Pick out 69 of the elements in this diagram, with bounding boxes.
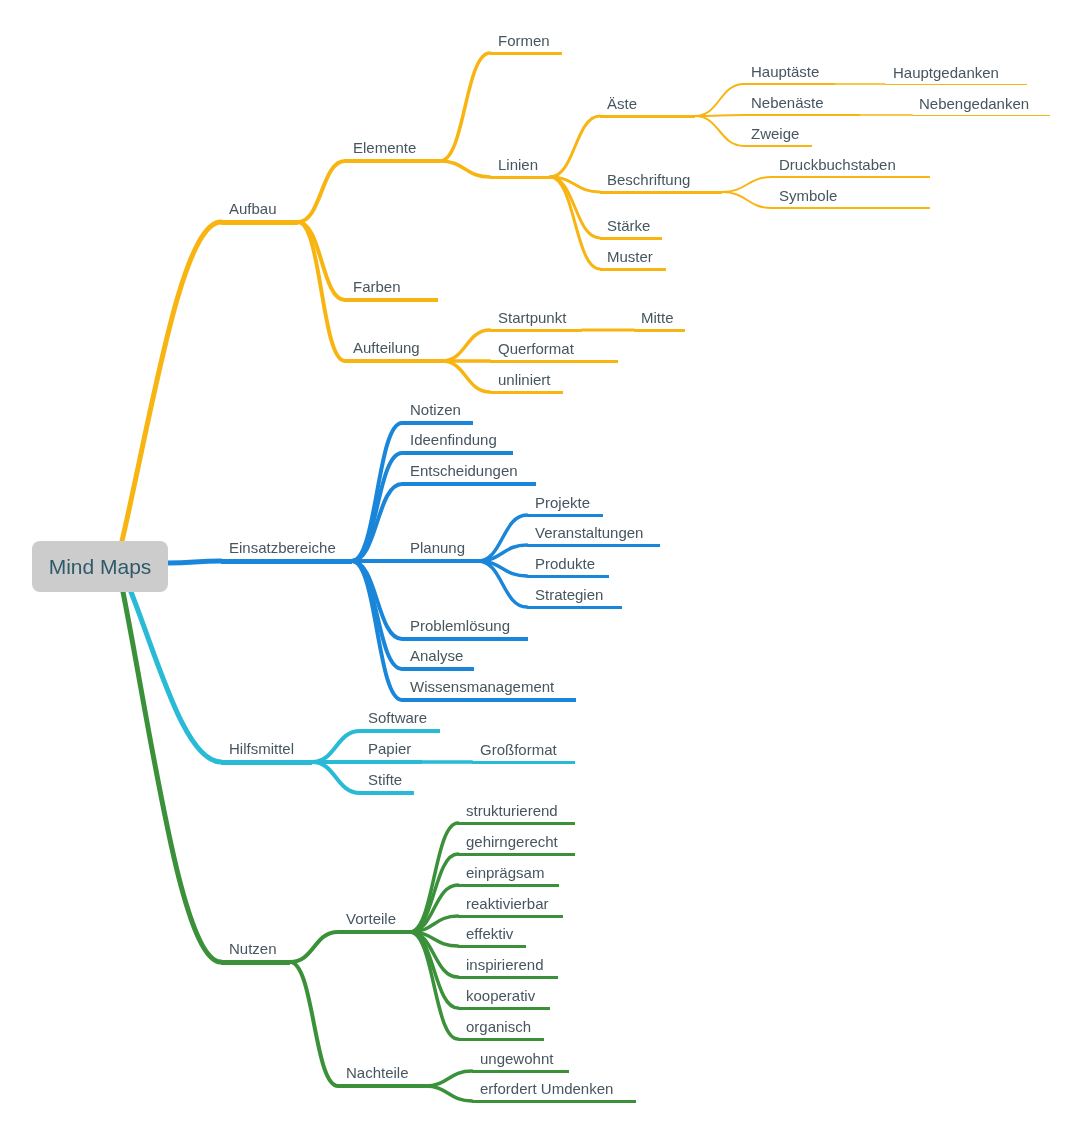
branch-topic: Entscheidungen <box>402 462 536 486</box>
branch-topic: Hauptäste <box>744 62 835 85</box>
branch-topic: Problemlösung <box>402 617 528 641</box>
branch-connector <box>834 83 886 85</box>
branch-topic: Papier <box>360 740 422 764</box>
branch-connector <box>296 220 347 363</box>
branch-topic: Nutzen <box>221 940 290 965</box>
branch-topic: organisch <box>458 1017 544 1041</box>
branch-topic: Wissensmanagement <box>402 678 576 702</box>
branch-topic: Äste <box>600 94 695 118</box>
branch-topic: Veranstaltungen <box>527 523 660 547</box>
branch-connector <box>420 760 474 764</box>
branch-topic: Farben <box>345 278 438 302</box>
branch-topic: Nebengedanken <box>912 93 1050 116</box>
branch-topic: Projekte <box>527 493 603 517</box>
branch-topic: Großformat <box>472 740 575 764</box>
branch-connector <box>721 191 773 209</box>
branch-topic: inspirierend <box>458 955 558 979</box>
branch-topic: gehirngerecht <box>458 832 575 856</box>
branch-topic: Hilfsmittel <box>221 740 312 765</box>
branch-topic: Symbole <box>772 186 930 209</box>
branch-topic: Vorteile <box>338 910 410 934</box>
branch-topic: Analyse <box>402 647 474 671</box>
branch-connector <box>580 328 636 332</box>
branch-topic: Strategien <box>527 585 622 609</box>
branch-topic: erfordert Umdenken <box>472 1079 636 1103</box>
branch-topic: Beschriftung <box>600 170 722 194</box>
branch-connector <box>694 115 745 147</box>
branch-topic: Stärke <box>600 216 662 240</box>
branch-topic: Startpunkt <box>490 308 582 332</box>
branch-topic: Produkte <box>527 554 609 578</box>
branch-topic: Aufteilung <box>345 339 442 363</box>
branch-topic: Einsatzbereiche <box>221 539 352 564</box>
branch-connector <box>548 175 602 271</box>
branch-connector <box>548 114 602 179</box>
branch-topic: reaktivierbar <box>458 894 563 918</box>
branch-topic: Planung <box>402 539 478 563</box>
branch-topic: unliniert <box>490 370 563 394</box>
branch-connector <box>128 589 224 765</box>
branch-topic: Ideenfindung <box>402 431 513 455</box>
branch-topic: Muster <box>600 247 666 271</box>
branch-topic: Aufbau <box>221 200 298 225</box>
branch-topic: Zweige <box>744 124 812 147</box>
central-topic-box: Mind Maps <box>32 541 168 592</box>
branch-connector <box>288 960 340 1088</box>
branch-topic: Druckbuchstaben <box>772 155 930 178</box>
branch-topic: strukturierend <box>458 801 575 825</box>
branch-topic: Nachteile <box>338 1064 425 1088</box>
branch-connector <box>423 1084 474 1103</box>
branch-topic: einprägsam <box>458 863 559 887</box>
branch-topic: Notizen <box>402 401 473 425</box>
branch-topic: Mitte <box>634 308 685 332</box>
branch-topic: ungewohnt <box>472 1049 569 1073</box>
branch-topic: Querformat <box>490 339 618 363</box>
branch-topic: Hauptgedanken <box>885 62 1027 85</box>
branch-connector <box>120 589 224 965</box>
branch-topic: effektiv <box>458 924 526 948</box>
branch-topic: kooperativ <box>458 986 550 1010</box>
branch-topic: Elemente <box>345 139 440 163</box>
branch-connector <box>859 114 913 116</box>
branch-connector <box>119 219 224 544</box>
branch-topic: Formen <box>490 31 562 55</box>
branch-topic: Stifte <box>360 771 414 795</box>
branch-connector <box>440 359 492 394</box>
branch-connector <box>438 159 492 179</box>
branch-topic: Linien <box>490 155 550 179</box>
branch-topic: Nebenäste <box>744 93 860 116</box>
branch-topic: Software <box>360 709 440 733</box>
branch-connector <box>310 760 362 795</box>
